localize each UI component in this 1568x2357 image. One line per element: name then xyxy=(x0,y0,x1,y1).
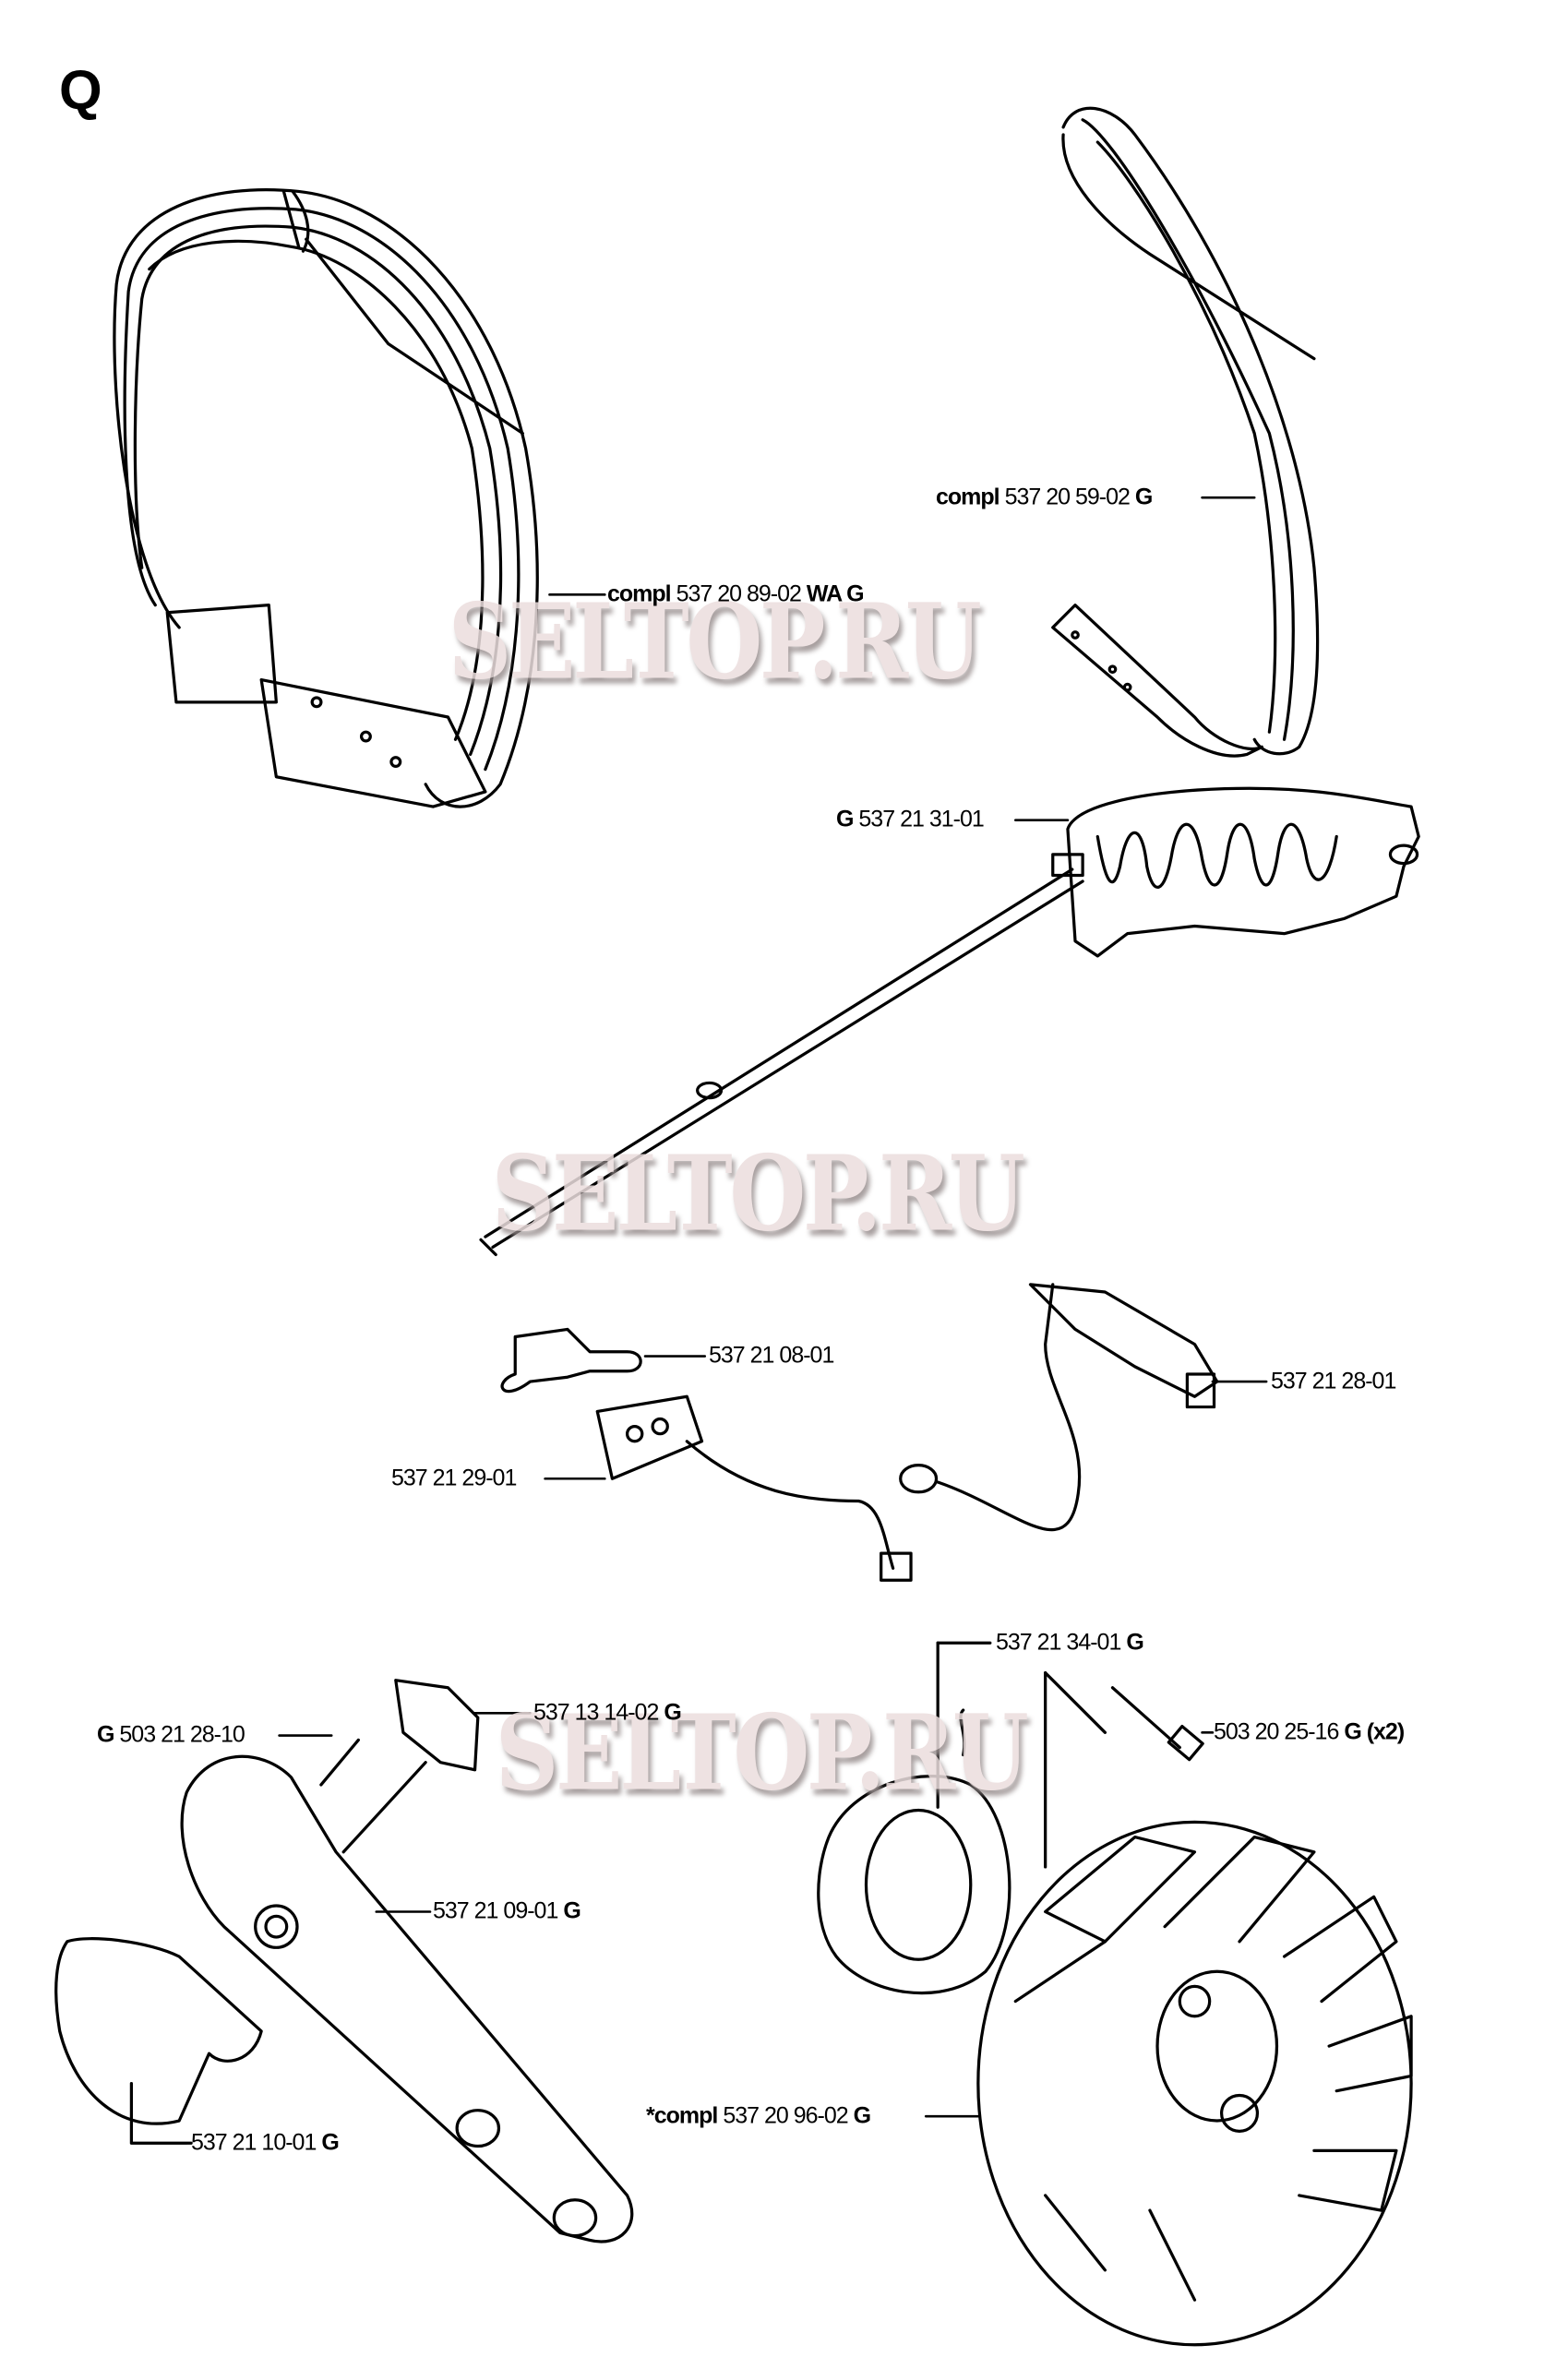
rear-handle-drawing xyxy=(1051,106,1320,758)
watermark: SELTOP.RU xyxy=(491,1133,1025,1255)
watermark: SELTOP.RU xyxy=(448,581,982,703)
label-generator: 537 21 34-01 G xyxy=(996,1629,1144,1656)
label-cover: 537 21 10-01 G xyxy=(191,2129,340,2156)
label-screw-generator: 503 20 25-16 G (x2) xyxy=(1214,1718,1405,1745)
label-heater-element: G 537 21 31-01 xyxy=(836,806,985,832)
section-letter: Q xyxy=(59,59,102,121)
label-contact: 537 13 14-02 G xyxy=(533,1699,682,1726)
leader-lines xyxy=(130,496,1268,2145)
label-clamp: 537 21 08-01 xyxy=(709,1342,834,1369)
label-flywheel: *compl 537 20 96-02 G xyxy=(646,2102,871,2129)
label-rear-handle: compl 537 20 59-02 G xyxy=(936,484,1153,510)
label-heater-cable: 537 21 28-01 xyxy=(1271,1368,1396,1394)
heater-element-drawing xyxy=(479,786,1420,1257)
clamp-switch-cable-drawing xyxy=(500,1283,1219,1582)
label-front-handle: compl 537 20 89-02 WA G xyxy=(607,580,865,607)
flywheel-generator-drawing xyxy=(817,1641,1413,2347)
watermark: SELTOP.RU xyxy=(495,1693,1029,1814)
label-handle-bar: 537 21 09-01 G xyxy=(433,1897,581,1924)
front-handle-drawing xyxy=(113,188,539,808)
label-screw: G 503 21 28-10 xyxy=(97,1721,245,1748)
label-switch: 537 21 29-01 xyxy=(391,1465,517,1491)
handle-bar-assembly-drawing xyxy=(54,1679,634,2243)
